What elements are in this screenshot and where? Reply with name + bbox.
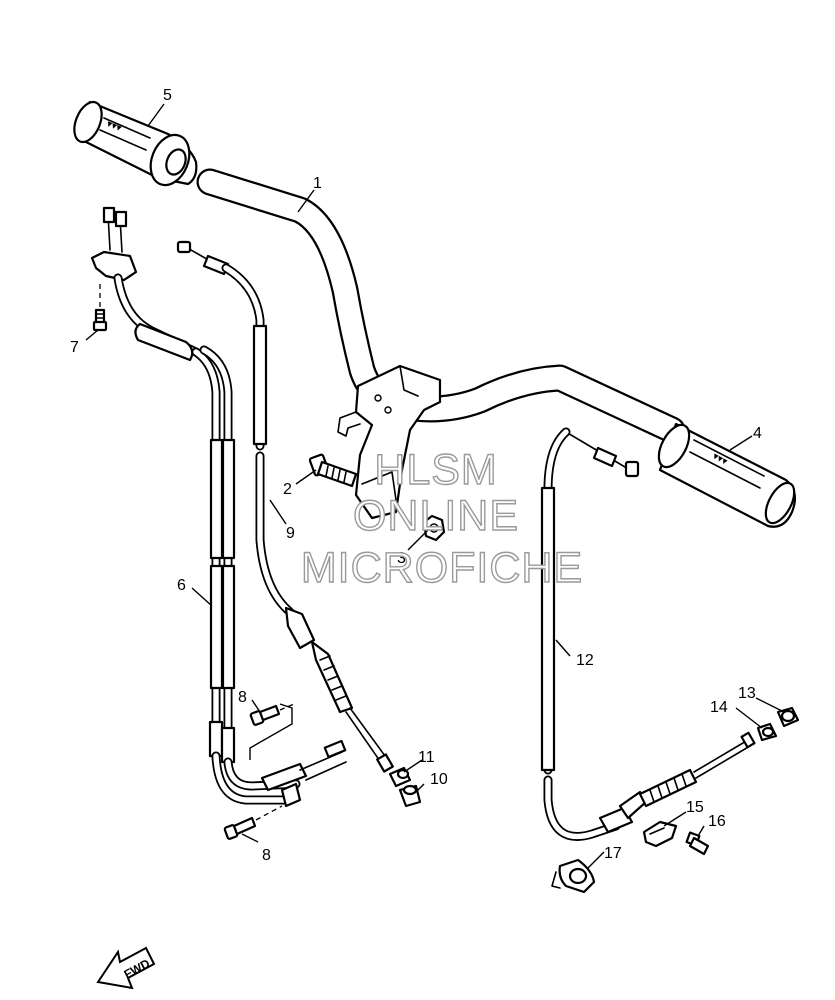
nut-13 xyxy=(776,706,800,728)
clamp-17 xyxy=(551,858,596,894)
grip-left-throttle: ▾▾▾ xyxy=(73,100,198,187)
callout-7: 7 xyxy=(70,339,79,356)
callout-11: 11 xyxy=(418,749,435,766)
callout-10: 10 xyxy=(430,771,448,788)
callout-3: 3 xyxy=(397,550,406,567)
watermark-line-1: HLSM xyxy=(374,446,497,494)
svg-text:▾▾▾: ▾▾▾ xyxy=(105,119,123,135)
callout-1: 1 xyxy=(313,175,322,192)
watermark-line-3: MICROFICHE xyxy=(301,544,583,592)
holder-15 xyxy=(642,820,678,848)
callout-17: 17 xyxy=(604,845,622,862)
callout-2: 2 xyxy=(283,481,292,498)
bolt-16 xyxy=(685,831,710,856)
throttle-cable xyxy=(90,206,347,808)
bolt-2 xyxy=(308,453,358,488)
cable-12 xyxy=(540,427,756,841)
screw-8-upper xyxy=(249,703,295,726)
callout-14: 14 xyxy=(710,699,728,716)
callout-8-lower: 8 xyxy=(262,847,271,864)
screw-8-lower xyxy=(223,805,283,840)
callout-8-upper: 8 xyxy=(238,689,247,706)
callout-labels: 5 1 2 3 4 6 7 8 8 9 10 11 12 13 14 15 16… xyxy=(70,87,762,864)
callout-1-5: 5 xyxy=(163,87,172,104)
callout-12: 12 xyxy=(576,652,594,669)
nut-10 xyxy=(398,784,422,808)
screw-7 xyxy=(92,284,108,332)
watermark: HLSM ONLINE MICROFICHE xyxy=(300,445,583,592)
callout-6: 6 xyxy=(177,577,186,594)
fwd-direction-arrow: FWD xyxy=(96,946,156,990)
nut-3 xyxy=(422,514,446,542)
grip-right: ▾▾▾ xyxy=(657,422,797,528)
handlebar-bracket xyxy=(337,364,442,520)
callout-15: 15 xyxy=(686,799,704,816)
callout-4: 4 xyxy=(753,425,762,442)
bracket-outline xyxy=(249,703,293,760)
nut-14 xyxy=(756,722,778,742)
callout-16: 16 xyxy=(708,813,726,830)
callout-13: 13 xyxy=(738,685,756,702)
leader-lines xyxy=(85,103,785,869)
cable-9 xyxy=(176,240,394,773)
callout-9: 9 xyxy=(286,525,295,542)
watermark-line-2: ONLINE xyxy=(353,492,519,540)
nut-11 xyxy=(388,766,412,788)
